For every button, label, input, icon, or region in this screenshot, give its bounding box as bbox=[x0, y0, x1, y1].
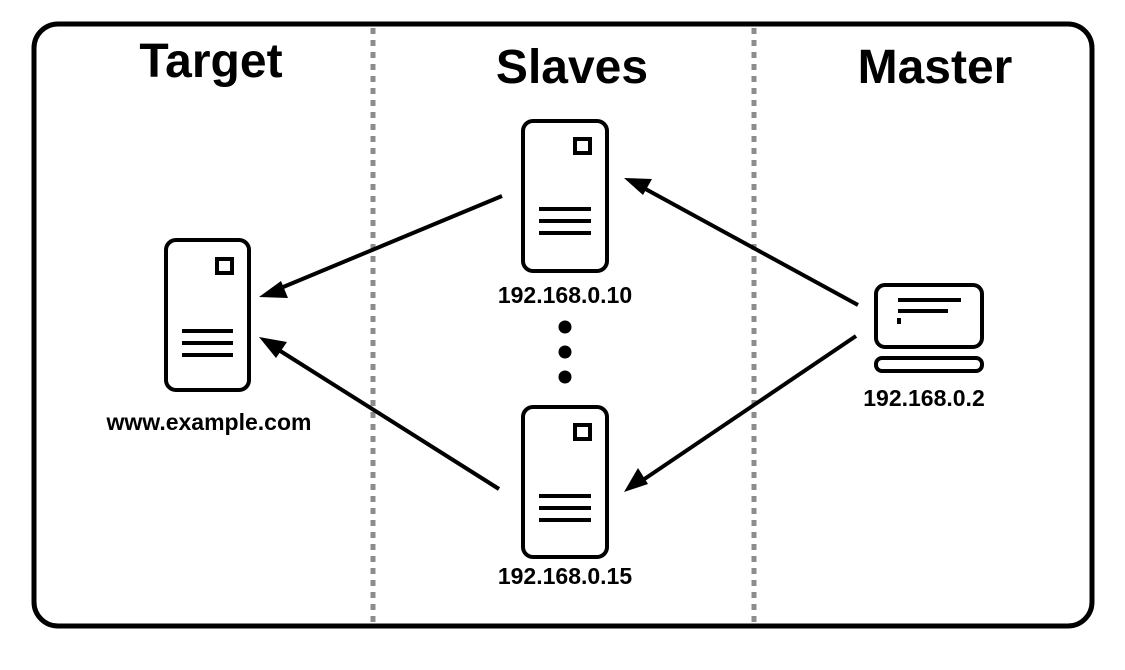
ellipsis-dot bbox=[558, 320, 572, 334]
arrow-slave-bottom-to-target bbox=[259, 337, 501, 491]
more-slaves-ellipsis bbox=[558, 320, 572, 384]
arrow-slave-top-to-target bbox=[259, 194, 503, 298]
heading-slaves: Slaves bbox=[496, 41, 648, 94]
arrow-master-to-slave-top bbox=[624, 178, 859, 307]
slave-bottom-label: 192.168.0.15 bbox=[498, 563, 633, 589]
ellipsis-dot bbox=[558, 370, 572, 384]
heading-target: Target bbox=[139, 35, 282, 88]
server-icon bbox=[521, 405, 609, 559]
arrow-master-to-slave-bottom bbox=[624, 334, 858, 492]
heading-master: Master bbox=[858, 41, 1013, 94]
server-icon bbox=[521, 119, 609, 273]
ellipsis-dot bbox=[558, 345, 572, 359]
laptop-icon bbox=[874, 283, 984, 373]
server-icon bbox=[164, 238, 251, 392]
slave-top-label: 192.168.0.10 bbox=[498, 282, 632, 308]
master-label: 192.168.0.2 bbox=[863, 385, 985, 411]
target-label: www.example.com bbox=[106, 409, 312, 435]
